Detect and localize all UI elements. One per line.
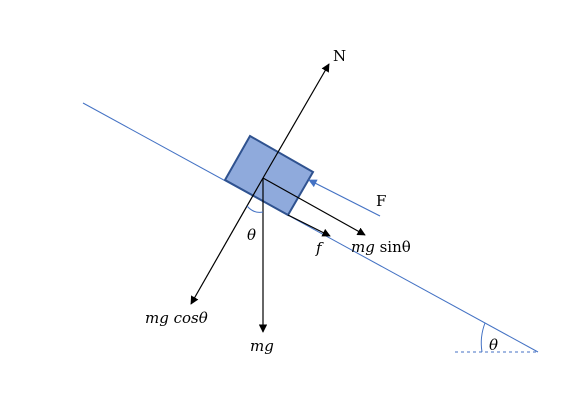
weight-parallel-label-upright: sinθ (380, 238, 411, 256)
weight-parallel-label-italic: mg (351, 238, 380, 256)
weight-perpendicular-arrow (190, 177, 264, 305)
weight-label: mg (250, 337, 274, 355)
incline-angle-label: θ (489, 336, 498, 354)
block-angle-label: θ (247, 226, 256, 244)
weight-perpendicular-label: mg cosθ (145, 309, 208, 327)
incline-surface (82, 102, 539, 353)
normal-force-label: N (333, 47, 346, 65)
incline-angle-arc (480, 322, 486, 353)
friction-arrow (287, 214, 331, 237)
friction-label: f (315, 239, 324, 257)
weight-parallel-arrow (262, 177, 366, 236)
applied-force-label: F (376, 192, 386, 210)
block-angle-arc (246, 205, 264, 213)
weight-parallel-label: mg sinθ (351, 238, 411, 256)
block (223, 134, 315, 217)
normal-force-arrow (262, 63, 330, 179)
applied-force-arrow (308, 179, 381, 217)
